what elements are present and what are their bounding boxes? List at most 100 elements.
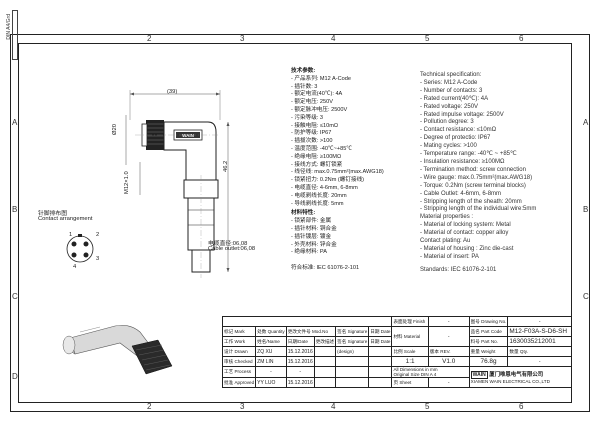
drawing-sheet <box>10 34 590 412</box>
dims-note: All Dimensions in mm Original Size DIN A… <box>391 366 470 378</box>
zone-bottom-5: 6 <box>519 402 524 411</box>
spec-en-row: - Rated voltage: 250V <box>420 103 479 110</box>
connector-3d-image <box>62 324 173 375</box>
spec-en-row: - Temperature range: -40℃ ~ +85℃ <box>420 151 517 158</box>
drawing-no-value: - <box>507 316 572 327</box>
weight-value: 76.8g <box>468 356 509 367</box>
work-header-name: 姓名/Name <box>255 336 287 347</box>
spec-en-row: - Cable Outlet: 4-6mm, 6-8mm <box>420 190 502 197</box>
spec-en-row: - Insulation resistance: ≥100MΩ <box>420 158 505 165</box>
pin-diagram <box>66 234 94 263</box>
sheet-label: 页 Sheet <box>391 377 429 388</box>
spec-en-material-row: Contact plating: Au <box>420 238 471 245</box>
spec-cn-material-row: - 锁紧部件: 金属 <box>291 218 332 225</box>
work-header-date: 日期/Date <box>285 336 315 347</box>
connector-drawing: WAIN <box>125 90 230 278</box>
zone-top-1: 2 <box>147 34 152 43</box>
spec-en: Technical specification: - Series: M12 A… <box>420 72 536 275</box>
spec-en-row: - Torque: 0.2Nm (screw terminal blocks) <box>420 182 526 189</box>
spec-en-row: - Contact resistance: ≤10mΩ <box>420 127 497 134</box>
zone-top-2: 3 <box>240 34 245 43</box>
zone-side-a-right: A <box>583 118 589 127</box>
company-block: WAIN 厦门唯恩电气有限公司 XIAMEN WAIN ELECTRICAL C… <box>468 366 573 388</box>
zone-side-b: B <box>12 205 18 214</box>
work-header-date2: 日期 Date <box>368 336 393 347</box>
spec-cn-material-row: - 插针镀层: 镀金 <box>291 233 332 240</box>
spec-cn-row: - 绝缘电阻: ≥100MΩ <box>291 153 342 160</box>
spec-cn-row: - 额定电压: 250V <box>291 99 333 106</box>
finish-label: 表面处理 Finish <box>391 316 429 327</box>
spec-en-row: - Series: M12 A-Code <box>420 79 478 86</box>
spec-en-material-row: - Material of contact: copper alloy <box>420 230 509 237</box>
zone-side-b-right: B <box>583 205 589 214</box>
checked-name: ZM LIN <box>255 356 287 367</box>
approved-date: 15.12.2016 <box>285 377 315 388</box>
spec-cn-row: - 导线剥线长度: 5mm <box>291 200 344 207</box>
part-code-label: 品名 Part Code <box>468 326 509 337</box>
spec-en-row: - Pollution degree: 3 <box>420 119 474 126</box>
side-label: DIN A4/Grd <box>6 14 12 40</box>
part-no-value: 1630035212001 <box>507 336 572 347</box>
spec-en-row: - Wire gauge: max.0.75mm²(max.AWG18) <box>420 174 533 181</box>
pin-label-1: 1 <box>69 232 73 238</box>
checked-date: 15.12.2016 <box>285 356 315 367</box>
cable-outlet-cn: 电缆直径:06,08 <box>208 241 248 247</box>
process-date: - <box>285 366 315 378</box>
zone-bottom-1: 2 <box>147 402 152 411</box>
spec-cn-row: - 插针数: 3 <box>291 83 318 90</box>
spec-en-row: - Rated current(40℃): 4A <box>420 95 489 102</box>
company-name-en: XIAMEN WAIN ELECTRICAL CO.,LTD <box>470 378 550 384</box>
spec-cn-row: - 电缆直径: 4-6mm, 6-8mm <box>291 184 358 191</box>
process-label: 工艺 Process <box>221 366 257 378</box>
spec-cn-material-row: - 绝缘材料: PA <box>291 249 327 256</box>
spec-en-material-title: Material properties : <box>420 214 474 221</box>
weight-label: 重量 Weight <box>468 346 509 357</box>
rev-header-quantity: 处数 Quantity <box>255 326 287 337</box>
dim-m12: M12×1.0 <box>124 171 130 194</box>
drawn-extra: (design) <box>335 346 370 357</box>
work-header-signature: 签名 Signature <box>335 336 370 347</box>
spec-cn-row: - 温度范围: -40℃~+85℃ <box>291 145 352 152</box>
rev-header-mod: 更改文件号 Mod.No <box>285 326 337 337</box>
spec-cn-standard: 符合标准: IEC 61076-2-101 <box>291 265 360 272</box>
rev-header-mark: 标记 Mark <box>221 326 257 337</box>
rev-header-signature: 签名 Signature <box>335 326 370 337</box>
pin-label-3: 3 <box>96 256 100 262</box>
side-label-box <box>12 10 18 60</box>
zone-bottom-2: 3 <box>240 402 245 411</box>
zone-side-c-right: C <box>583 292 589 301</box>
work-header-desc: 更改描述 <box>313 336 337 347</box>
title-block: 表面处理 Finish - 图号 Drawing No. - 标记 Mark 处… <box>221 316 573 388</box>
material-value: - <box>427 326 470 347</box>
spec-en-row: - Termination method: screw connection <box>420 166 526 173</box>
spec-cn-row: - 污染等级: 3 <box>291 114 324 121</box>
brand-mark: WAIN <box>182 133 194 138</box>
spec-cn-row: - 额定电流(40℃): 4A <box>291 91 343 98</box>
rev-header-date: 日期 Date <box>368 326 393 337</box>
spec-cn: 技术参数: - 产品系列: M12 A-Code - 插针数: 3 - 额定电流… <box>291 68 384 273</box>
spec-cn-row: - 产品系列: M12 A-Code <box>291 75 351 82</box>
finish-value: - <box>427 316 470 327</box>
dim-phi20: Ø20 <box>112 124 118 135</box>
zone-bottom-3: 4 <box>331 402 336 411</box>
drawn-label: 设计 Drawn <box>221 346 257 357</box>
dim-462: 46.2 <box>223 160 229 172</box>
drawing-frame <box>18 43 572 403</box>
spec-en-row: - Number of contacts: 3 <box>420 87 483 94</box>
spec-en-material-row: - Material of insert: PA <box>420 253 479 260</box>
spec-en-material-row: - Material of locking system: Metal <box>420 222 511 229</box>
spec-en-row: - Mating cycles: >100 <box>420 143 477 150</box>
scale-label: 比例 Scale <box>391 346 429 357</box>
spec-cn-title: 技术参数: <box>291 68 316 74</box>
qty-label: 数量 Qty. <box>507 346 572 357</box>
rev-label: 版本 REV. <box>427 346 470 357</box>
scale-value: 1:1 <box>391 356 429 367</box>
pin-arrangement-title-cn: 针脚排布图 <box>38 211 67 217</box>
rev-value: V1.0 <box>427 356 470 367</box>
spec-cn-row: - 插拔次数: >100 <box>291 138 333 145</box>
approved-label: 批准 Approved <box>221 377 257 388</box>
approved-name: YY LUO <box>255 377 287 388</box>
spec-cn-row: - 接线方式: 螺钉锁紧 <box>291 161 343 168</box>
zone-side-c: C <box>12 292 18 301</box>
spec-cn-material-title: 材料特性: <box>291 210 316 217</box>
